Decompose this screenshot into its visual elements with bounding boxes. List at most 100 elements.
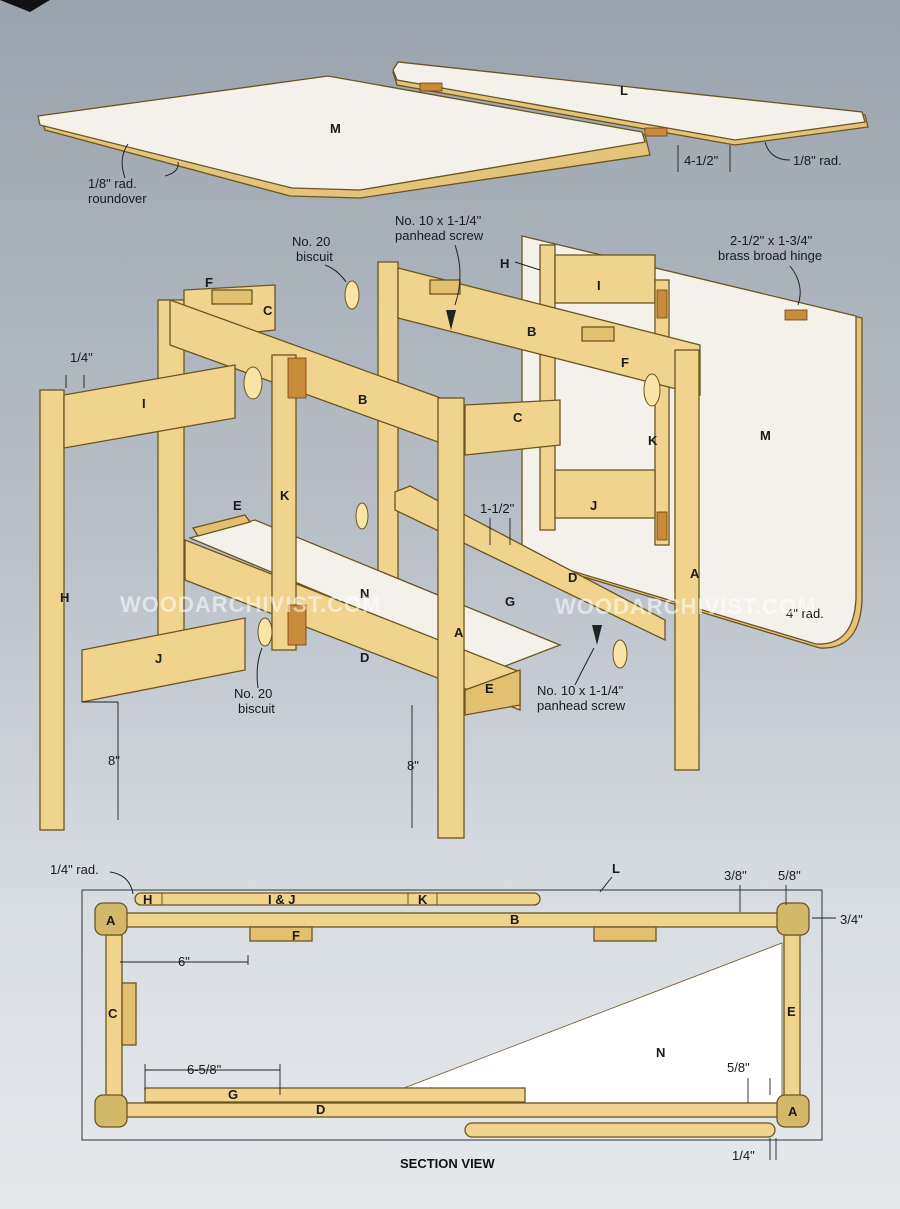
label-d-front: D: [360, 650, 369, 665]
label-c-back: C: [263, 303, 273, 318]
label-e-front: E: [485, 681, 494, 696]
section-shelf-n: [364, 942, 783, 1104]
hinge-leaf-2: [644, 127, 668, 137]
label-g: G: [505, 594, 515, 609]
callout-biscuit-1b: biscuit: [296, 249, 333, 264]
label-f-right: F: [621, 355, 629, 370]
label-j-left: J: [155, 651, 162, 666]
sec-label-ij: I & J: [268, 892, 295, 907]
label-b-front: B: [358, 392, 367, 407]
callout-leaf-width: 4-1/2": [684, 153, 719, 168]
sec-label-d: D: [316, 1102, 325, 1117]
callout-corner-radius: 4" rad.: [786, 606, 824, 621]
section-view-title: SECTION VIEW: [400, 1156, 495, 1171]
sec-five-eighths: 5/8": [778, 868, 801, 883]
screw-top-icon: [446, 310, 456, 330]
stile-k-front: [271, 354, 297, 651]
leg-back-left: [157, 299, 185, 681]
section-rail-d: [121, 1102, 783, 1118]
drop-leaf-l: [392, 61, 869, 146]
section-block-f-1: [249, 926, 313, 942]
section-view: [81, 889, 823, 1141]
section-leg-a-br: [776, 1094, 810, 1128]
sec-six-five-eighths: 6-5/8": [187, 1062, 222, 1077]
callout-hinge-1: 2-1/2" x 1-3/4": [730, 233, 813, 248]
label-i-left: I: [142, 396, 146, 411]
leader-h-back: [514, 261, 541, 271]
section-leaf-bottom: [464, 1122, 776, 1138]
cleat-c-front: [464, 399, 561, 456]
corner-marker: [0, 0, 50, 12]
callout-biscuit-1a: No. 20: [292, 234, 330, 249]
section-leaf-strip: [134, 892, 541, 906]
rail-b-back: [397, 267, 701, 396]
section-outline: [81, 889, 823, 1141]
section-leg-a-tl: [94, 902, 128, 936]
section-rail-b: [121, 912, 783, 928]
label-c-front: C: [513, 410, 523, 425]
swing-gate-left: [39, 364, 246, 831]
label-b-back: B: [527, 324, 536, 339]
label-n-shelf: N: [360, 586, 369, 601]
sec-quarter-rad: 1/4" rad.: [50, 862, 99, 877]
leg-back-center: [377, 261, 399, 603]
leader-top-radius: [121, 143, 129, 179]
biscuit-right: [643, 373, 661, 407]
frame-front: [169, 299, 561, 839]
section-cleat-c: [121, 982, 137, 1046]
callout-screw-1a: No. 10 x 1-1/4": [395, 213, 482, 228]
block-f-back: [211, 289, 253, 305]
rail-j-back: [554, 469, 656, 519]
sec-label-n: N: [656, 1045, 665, 1060]
biscuit-left: [243, 366, 263, 400]
callout-top-radius-2: roundover: [88, 191, 147, 206]
sec-three-quarters: 3/4": [840, 912, 863, 927]
hinge-leaf-1: [419, 82, 443, 92]
section-leg-a-bl: [94, 1094, 128, 1128]
callout-one-half: 1-1/2": [480, 501, 515, 516]
cleat-e-front: [464, 669, 521, 716]
biscuit-lower: [257, 617, 273, 647]
sec-label-h: H: [143, 892, 152, 907]
label-k-back: K: [648, 433, 658, 448]
cleat-e-back: [191, 514, 252, 537]
section-rail-g: [144, 1087, 526, 1103]
callout-biscuit-2a: No. 20: [234, 686, 272, 701]
label-i-back: I: [597, 278, 601, 293]
stile-k-back: [654, 279, 670, 546]
label-h-left: H: [60, 590, 69, 605]
sec-label-c: C: [108, 1006, 118, 1021]
watermark-right: WOODARCHIVIST.COM: [555, 594, 816, 619]
sec-six: 6": [178, 954, 190, 969]
label-a-right: A: [690, 566, 700, 581]
callout-8-mid: 8": [407, 758, 419, 773]
label-l-top: L: [620, 83, 628, 98]
leader-leaf-radius: [764, 141, 791, 161]
hinge-k-top: [287, 357, 307, 399]
label-m-side: M: [760, 428, 771, 443]
section-block-f-2: [593, 926, 657, 942]
hinge-k-bottom: [287, 604, 307, 646]
sec-label-e: E: [787, 1004, 796, 1019]
block-f-right: [581, 326, 615, 342]
rail-h-back: [539, 244, 556, 531]
rail-i-left: [63, 364, 236, 449]
sec-label-k: K: [418, 892, 428, 907]
callout-top-radius-1: 1/8" rad.: [88, 176, 137, 191]
callout-screw-2b: panhead screw: [537, 698, 626, 713]
sec-label-b: B: [510, 912, 519, 927]
leg-a-right: [674, 349, 700, 771]
block-f-top: [429, 279, 461, 295]
sec-label-l: L: [612, 861, 620, 876]
rail-j-left: [81, 617, 246, 703]
callout-hinge-2: brass broad hinge: [718, 248, 822, 263]
callout-screw-1b: panhead screw: [395, 228, 484, 243]
rail-d-front: [184, 539, 521, 711]
label-h-back: H: [500, 256, 509, 271]
leg-a-front: [437, 397, 465, 839]
label-a-front: A: [454, 625, 464, 640]
callout-quarter: 1/4": [70, 350, 93, 365]
label-j-back: J: [590, 498, 597, 513]
